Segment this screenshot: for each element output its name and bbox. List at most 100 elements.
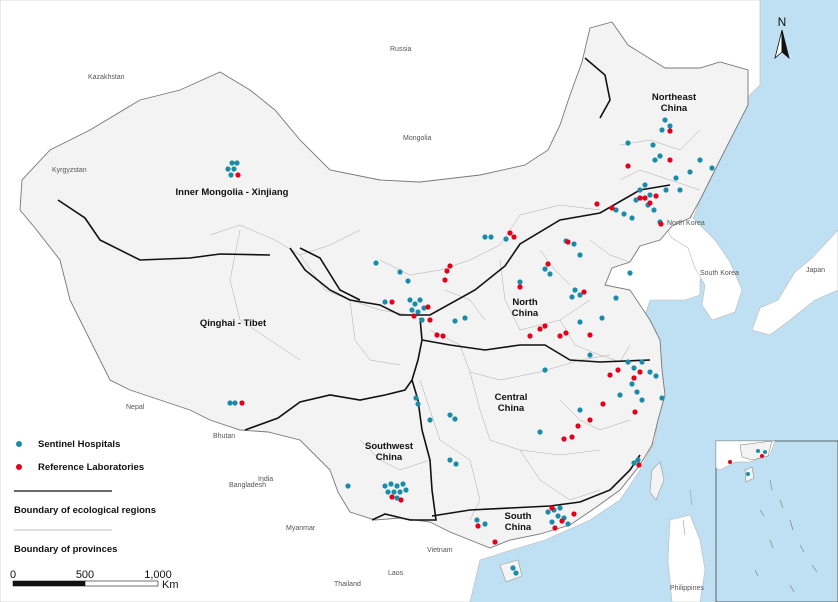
sentinel-hospital-dot [613, 295, 619, 301]
inset-sentinel-dot [746, 472, 750, 476]
sentinel-hospital-dot [542, 367, 548, 373]
inset-map [715, 440, 838, 602]
reference-lab-dot [444, 268, 450, 274]
reference-lab-dot [587, 417, 593, 423]
reference-lab-dot [235, 172, 241, 178]
country-label: Thailand [334, 581, 361, 588]
country-label: India [258, 476, 273, 483]
reference-lab-dot [594, 201, 600, 207]
country-label: Japan [806, 267, 825, 274]
scale-tick-0: 0 [10, 569, 16, 581]
ecological-boundaries [57, 57, 671, 521]
reference-lab-dot [552, 525, 558, 531]
sentinel-hospital-dot [510, 565, 516, 571]
sentinel-hospital-dot [599, 315, 605, 321]
reference-lab-dot [398, 497, 404, 503]
reference-lab-dot [411, 313, 417, 319]
sea-islands [682, 489, 693, 536]
reference-lab-dot [440, 333, 446, 339]
sentinel-hospitals [225, 117, 715, 576]
sentinel-hospital-dot [400, 481, 406, 487]
sentinel-hospital-dot [635, 457, 641, 463]
reference-lab-dot [637, 195, 643, 201]
reference-lab-dot [642, 195, 648, 201]
region-label-south-1: South [505, 511, 532, 522]
sentinel-hospital-dot [545, 509, 551, 515]
sentinel-hospital-dot [447, 412, 453, 418]
reference-lab-dot [517, 284, 523, 290]
reference-lab-dot [442, 277, 448, 283]
sentinel-hospital-dot [647, 192, 653, 198]
region-labels: Northeast China Inner Mongolia - Xinjian… [176, 92, 697, 533]
reference-lab-dot [447, 263, 453, 269]
reference-lab-dot [565, 239, 571, 245]
sentinel-hospital-dot [572, 287, 578, 293]
reference-lab-dot [239, 400, 245, 406]
reference-lab-dot [647, 200, 653, 206]
sentinel-hospital-dot [542, 266, 548, 272]
sentinel-hospital-dot [637, 187, 643, 193]
legend-sentinel-label: Sentinel Hospitals [38, 439, 120, 450]
sentinel-hospital-dot [409, 307, 415, 313]
country-label: Laos [388, 570, 404, 577]
sentinel-hospital-dot [447, 457, 453, 463]
scale-unit: Km [162, 579, 179, 591]
province-boundaries [209, 129, 701, 521]
sentinel-hospital-dot [228, 172, 234, 178]
region-label-central-1: Central [495, 392, 528, 403]
land-korea [661, 214, 743, 321]
sentinel-hospital-dot [482, 234, 488, 240]
legend-sentinel-icon [16, 441, 22, 447]
reference-lab-dot [563, 330, 569, 336]
sentinel-hospital-dot [577, 407, 583, 413]
sentinel-hospital-dot [549, 519, 555, 525]
reference-lab-dot [569, 434, 575, 440]
region-label-south-2: China [505, 522, 532, 533]
reference-lab-dot [575, 423, 581, 429]
reference-laboratories [235, 128, 673, 545]
reference-lab-dot [600, 401, 606, 407]
sentinel-hospital-dot [397, 489, 403, 495]
sentinel-hospital-dot [382, 483, 388, 489]
sentinel-hospital-dot [517, 279, 523, 285]
sentinel-hospital-dot [488, 234, 494, 240]
reference-lab-dot [557, 333, 563, 339]
reference-lab-dot [475, 523, 481, 529]
reference-lab-dot [511, 234, 517, 240]
inset-reference-dot [728, 460, 732, 464]
reference-lab-dot [492, 539, 498, 545]
sentinel-hospital-dot [513, 570, 519, 576]
inset-sentinel-dot [763, 450, 767, 454]
country-label: Bhutan [213, 433, 235, 440]
sentinel-hospital-dot [231, 166, 237, 172]
sentinel-hospital-dot [229, 160, 235, 166]
country-label: North Korea [667, 220, 705, 227]
region-label-northeast-1: Northeast [652, 92, 697, 103]
reference-lab-dot [631, 375, 637, 381]
sentinel-hospital-dot [415, 401, 421, 407]
region-label-northeast-2: China [661, 103, 688, 114]
reference-lab-dot [561, 436, 567, 442]
sentinel-hospital-dot [621, 211, 627, 217]
sentinel-hospital-dot [687, 169, 693, 175]
reference-lab-dot [427, 317, 433, 323]
land-japan [751, 229, 838, 336]
sentinel-hospital-dot [569, 294, 575, 300]
sentinel-hospital-dot [617, 392, 623, 398]
sentinel-hospital-dot [631, 460, 637, 466]
china-outline [19, 21, 749, 549]
sentinel-hospital-dot [663, 187, 669, 193]
sentinel-hospital-dot [577, 252, 583, 258]
north-arrow-right-icon [781, 29, 790, 60]
sentinel-hospital-dot [625, 359, 631, 365]
region-label-north-2: China [512, 308, 539, 319]
sentinel-hospital-dot [642, 182, 648, 188]
sentinel-hospital-dot [397, 269, 403, 275]
scale-bar: 0 500 1,000 Km [10, 569, 179, 591]
sentinel-hospital-dot [571, 241, 577, 247]
sentinel-hospital-dot [462, 315, 468, 321]
reference-lab-dot [609, 205, 615, 211]
inset-reference-dot [760, 454, 764, 458]
reference-lab-dot [653, 193, 659, 199]
scale-tick-1000: 1,000 [144, 569, 172, 581]
